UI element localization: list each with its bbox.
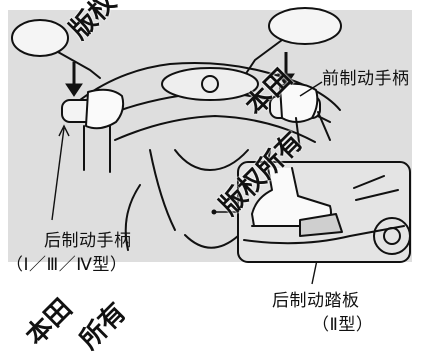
rear-brake-lever-label: 后制动手柄 (44, 231, 132, 251)
front-brake-lever-label: 前制动手柄 (322, 69, 410, 89)
rear-brake-pedal-type-label: （Ⅱ型） (312, 315, 374, 335)
left-mirror (11, 19, 69, 57)
meter-cluster (161, 67, 259, 101)
rear-lever-leader (51, 127, 65, 221)
scooter-handlebar-illustration (11, 7, 411, 285)
scooter-brake-figure: 前制动手柄 后制动手柄 （Ⅰ／Ⅲ／Ⅳ型） 后制动踏板 （Ⅱ型） 版权 本田 版权… (6, 0, 412, 355)
rear-brake-pedal-label: 后制动踏板 (272, 291, 360, 311)
right-mirror (268, 7, 342, 45)
front-lever-leader (299, 81, 323, 97)
left-hand (85, 88, 125, 130)
rear-brake-lever-types-label: （Ⅰ／Ⅲ／Ⅳ型） (6, 255, 128, 275)
right-hand (279, 82, 319, 123)
pedal-inset (237, 161, 411, 263)
